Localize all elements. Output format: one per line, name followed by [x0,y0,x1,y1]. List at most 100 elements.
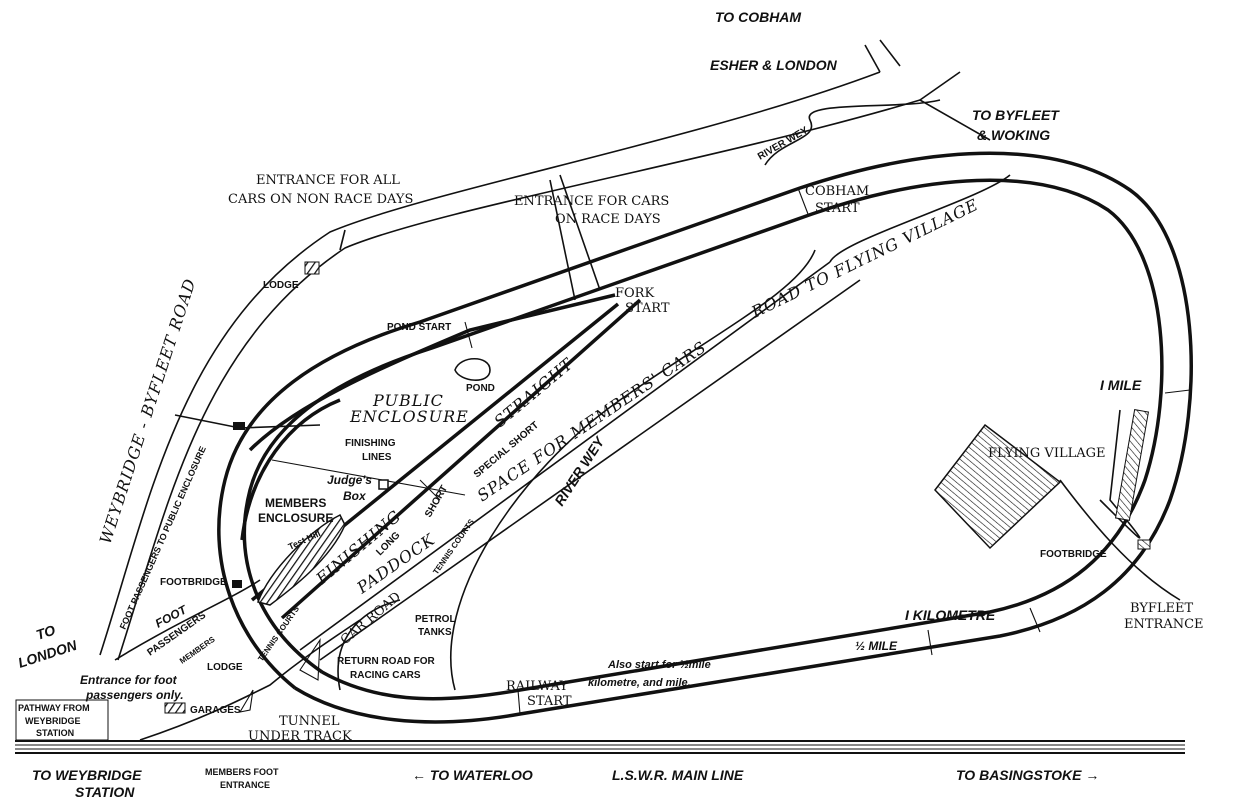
label-lodge-north: LODGE [263,280,299,291]
track-outer-edge [217,151,1193,724]
label-pathway-station: STATION [36,728,74,738]
label-weybridge-byfleet-road: WEYBRIDGE - BYFLEET ROAD [96,276,200,546]
kilometre-marker [1029,607,1041,633]
label-cobham-start-2: START [815,201,860,216]
label-main-line: L.S.W.R. MAIN LINE [612,767,744,783]
pond-start-link [248,293,616,452]
label-pathway-from: PATHWAY FROM [18,703,90,713]
car-road [139,619,361,741]
label-finishing-lines: FINISHING [345,438,396,449]
label-flying-village: FLYING VILLAGE [988,446,1105,461]
label-byfleet-entrance: BYFLEET [1130,601,1194,616]
road-to-byfleet [919,71,961,101]
label-tunnel: TUNNEL [279,714,340,729]
pond-start-marker [464,321,473,349]
label-members-foot-entrance: ENTRANCE [220,780,270,790]
label-public: PUBLIC [372,391,444,410]
footbridge-road-east [1059,479,1181,601]
label-tennis-courts-west: TENNIS COURTS [256,604,301,663]
label-to-weybridge: TO WEYBRIDGE [32,767,142,783]
return-road [337,599,401,691]
label-pathway-weybridge: WEYBRIDGE [25,716,81,726]
half-mile-marker [927,629,933,656]
footbridge-west [232,580,242,588]
label-straight: STRAIGHT [490,354,577,431]
label-london: LONDON [16,637,79,671]
test-hill-shape [257,513,346,606]
label-racing-cars: RACING CARS [350,670,421,681]
railway-start-marker [517,689,521,715]
foot-passengers-path [114,579,261,661]
label-road-to-flying-village: ROAD TO FLYING VILLAGE [748,195,982,322]
label-also-start: Also start for ½mile [607,659,711,671]
labels: TO COBHAM ESHER & LONDON TO BYFLEET & WO… [16,9,1204,800]
label-petrol: PETROL [415,614,456,625]
finishing-line-2 [419,479,441,501]
label-members-enclosure: ENCLOSURE [258,511,333,525]
roads [15,39,1181,741]
label-railway-start-2: START [527,694,572,709]
label-to-basingstoke: TO BASINGSTOKE → [956,767,1099,783]
label-one-kilometre: I KILOMETRE [905,607,996,623]
pond-shape [454,357,491,381]
paddock-boundary [299,261,831,651]
one-mile-marker [1164,389,1191,394]
label-half-mile: ½ MILE [855,639,898,653]
label-under-track: UNDER TRACK [248,729,352,744]
label-entrance-race: ENTRANCE FOR CARS [514,194,669,209]
river-wey [450,249,816,691]
river-wey-north [764,99,941,166]
return-triangle [299,638,321,681]
label-also-start-2: kilometre, and mile. [588,677,691,689]
weybridge-byfleet-road-west [99,71,881,656]
label-judges-box: Box [343,489,367,503]
judges-box [378,479,389,490]
entrance-non-race [339,229,346,251]
flying-village-area [934,423,1062,550]
entrance-race-days [549,174,601,301]
label-railway-start: RAILWAY [506,679,568,694]
label-entrance-all: ENTRANCE FOR ALL [256,173,400,188]
label-finishing-lines-2: LINES [362,452,392,463]
label-entrance-foot: Entrance for foot [80,673,178,687]
finishing-line [271,459,466,496]
label-members-path: MEMBERS [178,634,217,665]
lodge-building [304,261,320,275]
label-footbridge-west: FOOTBRIDGE [160,577,227,588]
label-lodge-west: LODGE [207,662,243,673]
label-passengers-only: passengers only. [85,688,184,702]
label-weybridge-station: STATION [75,784,135,800]
label-entrance-all-2: CARS ON NON RACE DAYS [228,192,413,207]
weybridge-byfleet-road-east [117,99,991,661]
label-river-wey-north: RIVER WEY [756,125,810,163]
label-pond-start: POND START [387,322,451,333]
label-to-cobham: TO COBHAM [715,9,801,25]
garage-triangle [238,689,254,713]
label-footbridge-east: FOOTBRIDGE [1040,549,1107,560]
lswr-main-line [15,740,1185,754]
label-judges: Judge's [327,473,372,487]
label-esher-london: ESHER & LONDON [710,57,838,73]
finishing-straight-south [280,298,642,620]
label-petrol-tanks: TANKS [418,627,452,638]
members-banking [240,398,341,541]
footbridge-west-north [233,422,245,430]
label-pond: POND [466,383,495,394]
label-fork-start: START [625,301,670,316]
label-public-enclosure: ENCLOSURE [349,407,469,426]
label-byfleet-entrance-2: ENTRANCE [1124,617,1204,632]
hangars [1114,409,1150,521]
label-members: MEMBERS [265,496,326,510]
garages-building [164,702,186,714]
label-tennis-courts-east: TENNIS COURTS [431,517,476,576]
road-to-cobham-2 [879,39,901,67]
label-to-byfleet: TO BYFLEET [972,107,1060,123]
cobham-start-marker [797,187,809,215]
label-to-london: TO [34,622,57,643]
label-fork: FORK [615,286,654,301]
road-to-flying-village [829,174,1011,263]
label-return-road: RETURN ROAD FOR [337,656,436,667]
label-members-foot: MEMBERS FOOT [205,767,279,777]
label-woking: & WOKING [977,127,1050,143]
